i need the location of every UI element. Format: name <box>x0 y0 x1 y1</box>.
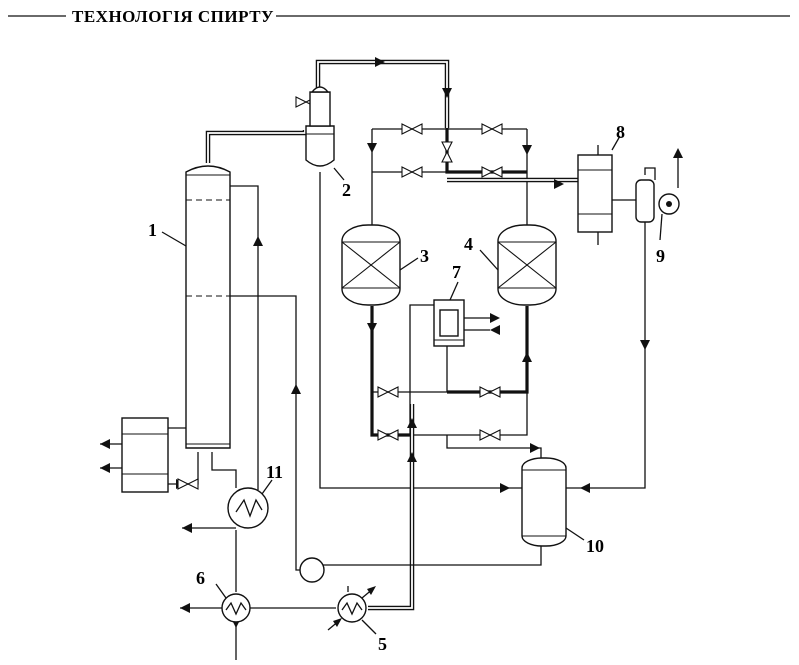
label-cooler: 8 <box>616 122 625 142</box>
valve[interactable] <box>401 123 423 135</box>
reflux-tank <box>121 417 169 493</box>
valves <box>177 96 503 490</box>
flow-arrows <box>100 57 683 628</box>
receiver <box>521 457 567 547</box>
heat-exchanger-5 <box>327 586 376 631</box>
label-vacuum-pump: 9 <box>656 246 665 266</box>
heat-exchanger-6 <box>221 593 251 623</box>
valve[interactable] <box>377 429 399 441</box>
label-heat-exchanger-5: 5 <box>378 634 387 654</box>
valve[interactable] <box>377 386 399 398</box>
adsorber-b <box>497 224 557 306</box>
label-column: 1 <box>148 220 157 240</box>
page-header: ТЕХНОЛОГІЯ СПИРТУ <box>8 7 790 26</box>
header-title: ТЕХНОЛОГІЯ СПИРТУ <box>72 7 274 26</box>
distillation-column <box>185 165 231 449</box>
evaporator <box>227 487 269 529</box>
leader-lines <box>161 135 663 635</box>
valve[interactable] <box>479 429 501 441</box>
separator <box>433 299 465 347</box>
valve[interactable] <box>479 386 501 398</box>
label-adsorber-a: 3 <box>420 246 429 266</box>
label-heat-exchanger-6: 6 <box>196 568 205 588</box>
valve[interactable] <box>481 123 503 135</box>
label-evaporator: 11 <box>266 462 283 482</box>
equipment-labels: 1 2 3 4 7 8 9 10 11 6 5 <box>148 122 665 654</box>
label-adsorber-b: 4 <box>464 234 473 254</box>
label-separator: 7 <box>452 262 461 282</box>
adsorber-a <box>341 224 401 306</box>
label-condenser: 2 <box>342 180 351 200</box>
valve[interactable] <box>441 141 453 163</box>
valve[interactable] <box>177 478 199 490</box>
condenser <box>305 86 335 167</box>
valve[interactable] <box>401 166 423 178</box>
label-receiver: 10 <box>586 536 604 556</box>
cooler <box>577 154 613 233</box>
vacuum-pump <box>635 179 680 223</box>
pump <box>299 557 325 583</box>
valve[interactable] <box>481 166 503 178</box>
